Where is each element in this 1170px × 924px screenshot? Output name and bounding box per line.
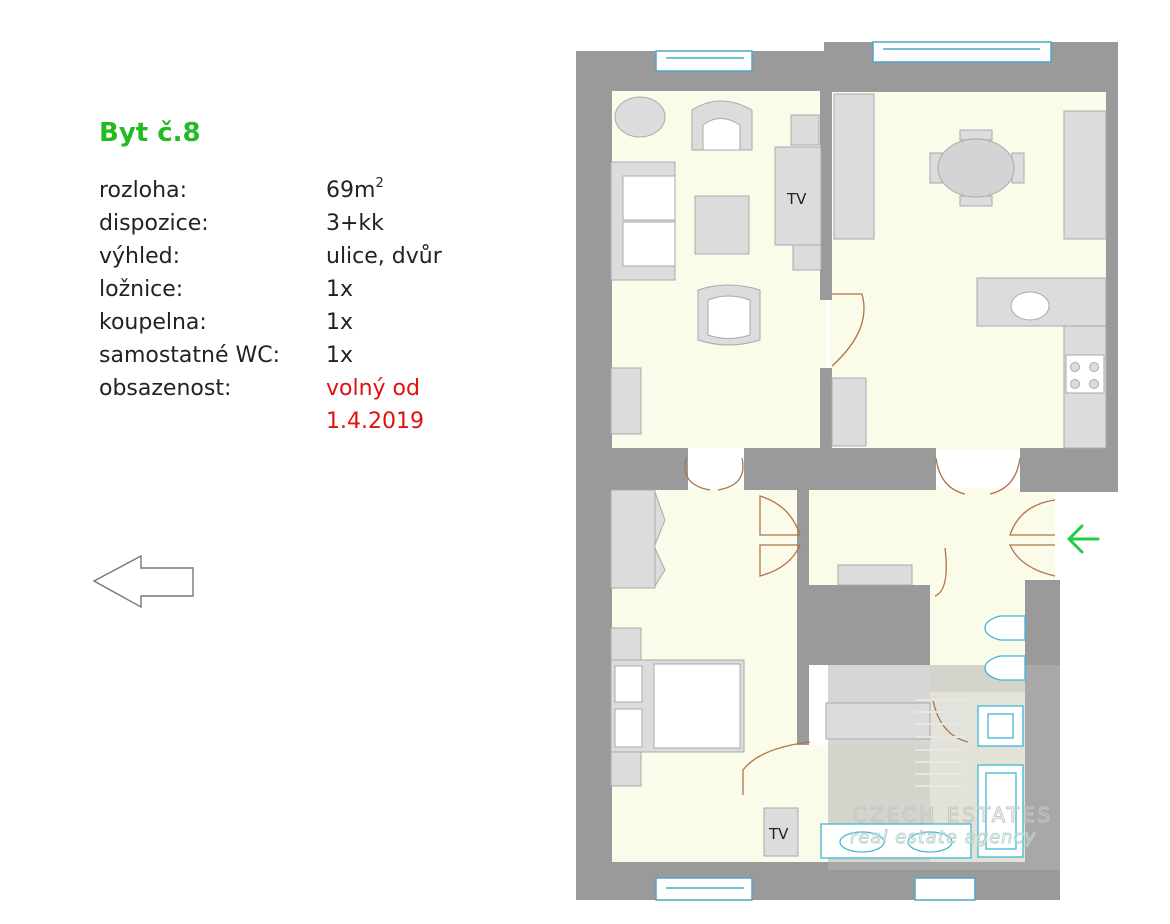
living-room-tv-label: TV bbox=[786, 190, 807, 208]
info-label-wc: samostatné WC: bbox=[99, 343, 281, 368]
watermark-brand: CZECH ESTATES bbox=[853, 803, 1053, 827]
watermark-tagline: real estate agency bbox=[850, 827, 1036, 848]
info-value-layout: 3+kk bbox=[326, 211, 384, 236]
info-value-bathrooms: 1x bbox=[326, 310, 354, 335]
hallway-furniture bbox=[837, 564, 913, 586]
info-row-layout: dispozice: 3+kk bbox=[99, 207, 442, 240]
info-row-occupancy-date: 1.4.2019 bbox=[99, 405, 442, 438]
info-label-layout: dispozice: bbox=[99, 211, 209, 236]
info-label-occupancy: obsazenost: bbox=[99, 376, 232, 401]
info-value-occupancy: volný od bbox=[326, 376, 420, 401]
windows bbox=[655, 41, 1052, 901]
info-row-bathrooms: koupelna: 1x bbox=[99, 306, 442, 339]
area-unit-superscript: 2 bbox=[375, 176, 384, 191]
info-row-view: výhled: ulice, dvůr bbox=[99, 240, 442, 273]
apartment-info-table: rozloha: 69m2 dispozice: 3+kk výhled: ulice… bbox=[99, 174, 442, 438]
bedroom-tv-label: TV bbox=[768, 825, 789, 843]
info-label-bedrooms: ložnice: bbox=[99, 277, 184, 302]
area-value: 69m bbox=[326, 178, 376, 203]
left-arrow-outline-icon[interactable] bbox=[92, 555, 198, 611]
green-left-arrow-icon bbox=[1067, 524, 1100, 554]
info-value-wc: 1x bbox=[326, 343, 354, 368]
living-room-furniture bbox=[610, 96, 822, 435]
stair-lines bbox=[915, 699, 965, 787]
info-value-view: ulice, dvůr bbox=[326, 244, 442, 269]
bathroom-fixtures bbox=[820, 615, 1026, 859]
info-row-bedrooms: ložnice: 1x bbox=[99, 273, 442, 306]
info-row-occupancy: obsazenost: volný od bbox=[99, 372, 442, 405]
apartment-title: Byt č.8 bbox=[99, 118, 201, 148]
info-label-area: rozloha: bbox=[99, 178, 187, 203]
kitchen-furniture bbox=[831, 93, 1107, 449]
info-label-bathrooms: koupelna: bbox=[99, 310, 207, 335]
bedroom-furniture bbox=[610, 489, 931, 857]
info-value-occupancy-date: 1.4.2019 bbox=[326, 409, 424, 434]
info-label-view: výhled: bbox=[99, 244, 181, 269]
info-row-wc: samostatné WC: 1x bbox=[99, 339, 442, 372]
info-value-area: 69m2 bbox=[326, 174, 384, 207]
info-value-bedrooms: 1x bbox=[326, 277, 354, 302]
doors bbox=[684, 293, 1056, 795]
info-row-area: rozloha: 69m2 bbox=[99, 174, 442, 207]
